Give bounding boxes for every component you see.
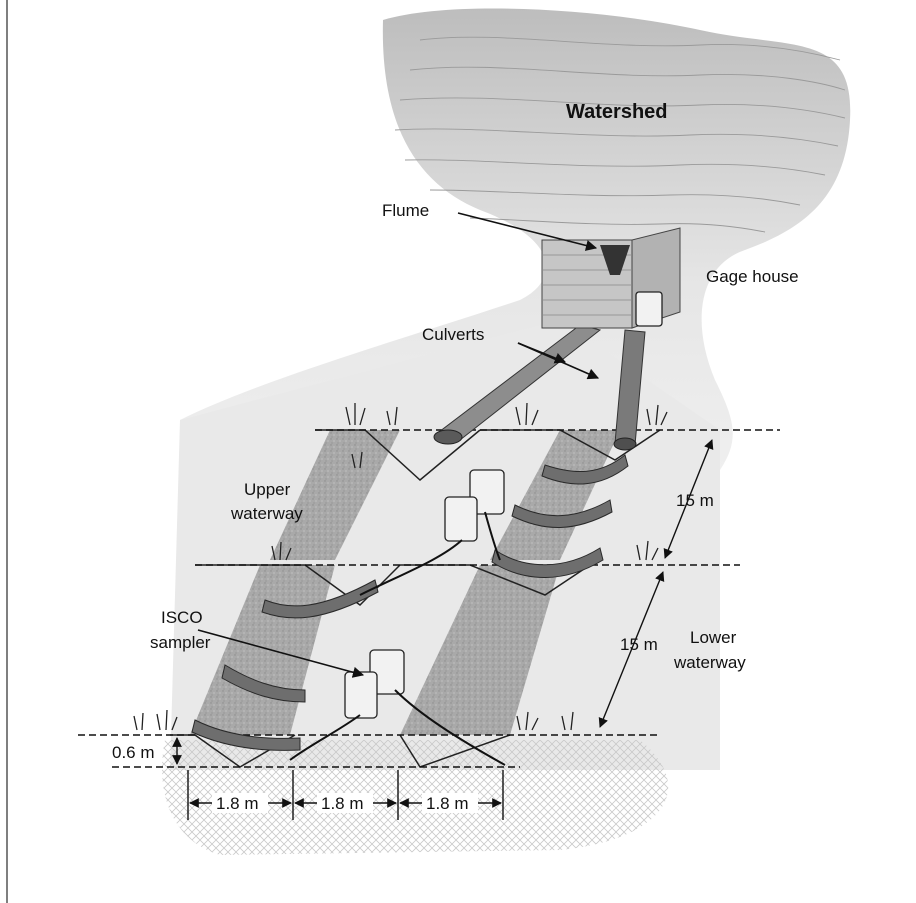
upper-waterway-label-line1: Upper	[244, 480, 291, 499]
dim-width-middle-label: 1.8 m	[321, 794, 364, 813]
culverts-label: Culverts	[422, 325, 484, 344]
lower-waterway-label-line2: waterway	[673, 653, 746, 672]
isco-label-line2: sampler	[150, 633, 211, 652]
dim-width-right-label: 1.8 m	[426, 794, 469, 813]
dim-depth-label: 0.6 m	[112, 743, 155, 762]
dim-15m-lower-label: 15 m	[620, 635, 658, 654]
upper-waterway-label-line2: waterway	[230, 504, 303, 523]
watershed-label: Watershed	[566, 101, 668, 123]
flume-label: Flume	[382, 201, 429, 220]
lower-waterway-label-line1: Lower	[690, 628, 737, 647]
gage-house-label: Gage house	[706, 267, 799, 286]
dim-width-left-label: 1.8 m	[216, 794, 259, 813]
isco-label-line1: ISCO	[161, 608, 203, 627]
dim-15m-upper-label: 15 m	[676, 491, 714, 510]
